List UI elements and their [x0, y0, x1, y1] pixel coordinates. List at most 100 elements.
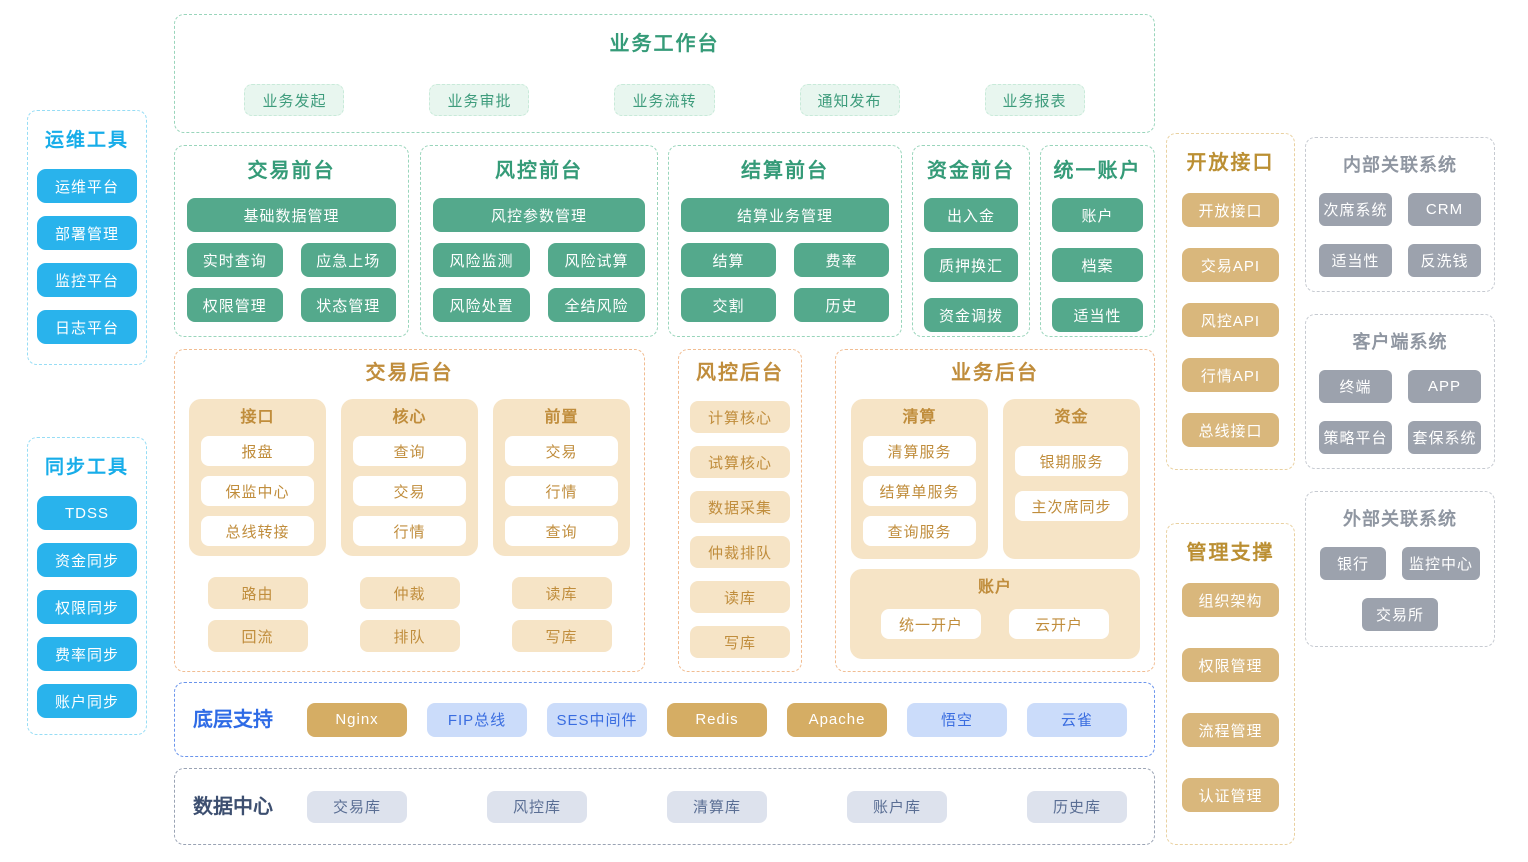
- data-center-chip-row: 交易库风控库清算库账户库历史库: [307, 790, 1127, 823]
- client-systems-title: 客户端系统: [1352, 332, 1448, 352]
- mgmt-support-title: 管理支撑: [1186, 542, 1275, 564]
- account-group: 账户 统一开户云开户: [850, 569, 1140, 659]
- account-group-label: 账户: [977, 579, 1012, 596]
- infra-title: 底层支持: [193, 708, 273, 731]
- unified-account-node: 适当性: [1052, 298, 1143, 332]
- account-group-list: 统一开户云开户: [862, 609, 1128, 639]
- sync-tool-node: 资金同步: [37, 543, 137, 577]
- ops-tool-node: 运维平台: [37, 169, 137, 203]
- workbench-chip: 业务报表: [984, 84, 1085, 116]
- funds-node: 主次席同步: [1015, 491, 1128, 521]
- interface-node: 报盘: [201, 436, 314, 466]
- funds-front-node: 出入金: [924, 198, 1018, 232]
- sync-tool-node: 费率同步: [37, 637, 137, 671]
- workbench-panel: 业务工作台 业务发起 业务审批 业务流转 通知发布 业务报表: [174, 14, 1155, 133]
- settlement-front-node: 历史: [794, 288, 889, 322]
- open-api-node: 行情API: [1182, 358, 1279, 392]
- clearing-node: 清算服务: [863, 436, 976, 466]
- external-systems-row-1: 银行 监控中心: [1320, 547, 1480, 580]
- internal-system-node: 反洗钱: [1408, 244, 1481, 277]
- open-api-node: 交易API: [1182, 248, 1279, 282]
- funds-front-panel: 资金前台 出入金质押换汇资金调拨: [912, 145, 1030, 337]
- internal-system-node: 次席系统: [1319, 193, 1392, 226]
- risk-backend-node: 计算核心: [690, 401, 790, 433]
- database-node: 清算库: [667, 790, 767, 823]
- database-node: 账户库: [847, 790, 947, 823]
- gateway-node: 交易: [505, 436, 618, 466]
- trade-front-node: 状态管理: [300, 288, 396, 322]
- extra-node: 读库: [511, 577, 612, 609]
- business-backend-title: 业务后台: [951, 362, 1039, 384]
- extras-col-3: 读库写库: [493, 577, 630, 652]
- infra-node: Redis: [667, 702, 767, 737]
- risk-front-node: 风险试算: [548, 243, 645, 277]
- settlement-front-title: 结算前台: [741, 160, 829, 182]
- client-system-node: 终端: [1319, 370, 1392, 403]
- gateway-group-list: 交易行情查询: [505, 436, 618, 546]
- core-node: 行情: [353, 516, 466, 546]
- workbench-chip: 业务审批: [429, 84, 530, 116]
- account-node: 云开户: [1009, 609, 1109, 639]
- external-systems-panel: 外部关联系统 银行 监控中心 交易所: [1305, 491, 1495, 647]
- extra-node: 路由: [207, 577, 308, 609]
- workbench-chip-row: 业务发起 业务审批 业务流转 通知发布 业务报表: [175, 84, 1154, 116]
- risk-backend-list: 计算核心试算核心数据采集仲裁排队读库写库: [679, 401, 801, 658]
- funds-group-list: 银期服务主次席同步: [1015, 446, 1128, 521]
- open-api-title: 开放接口: [1186, 152, 1275, 174]
- interface-group-label: 接口: [240, 409, 275, 426]
- account-node: 统一开户: [881, 609, 981, 639]
- unified-account-list: 账户档案适当性: [1052, 198, 1143, 332]
- external-systems-title: 外部关联系统: [1343, 509, 1457, 529]
- risk-backend-title: 风控后台: [696, 362, 784, 384]
- infra-node: 云雀: [1027, 702, 1127, 737]
- sync-tools-title: 同步工具: [44, 457, 129, 478]
- core-node: 查询: [353, 436, 466, 466]
- trade-backend-panel: 交易后台 接口 报盘保监中心总线转接 核心 查询交易行情 前置 交易行情查询: [174, 349, 645, 672]
- funds-front-title: 资金前台: [927, 160, 1015, 182]
- gateway-group-label: 前置: [544, 409, 579, 426]
- trade-front-node: 权限管理: [187, 288, 283, 322]
- open-api-node: 开放接口: [1182, 193, 1279, 227]
- workbench-chip: 业务发起: [244, 84, 345, 116]
- funds-group: 资金 银期服务主次席同步: [1003, 399, 1140, 559]
- ops-tools-title: 运维工具: [44, 130, 129, 151]
- business-backend-panel: 业务后台 清算 清算服务结算单服务查询服务 资金 银期服务主次席同步 账户 统一…: [835, 349, 1155, 672]
- clearing-node: 结算单服务: [863, 476, 976, 506]
- funds-node: 银期服务: [1015, 446, 1128, 476]
- workbench-chip: 业务流转: [614, 84, 715, 116]
- risk-backend-node: 仲裁排队: [690, 536, 790, 568]
- infra-node: 悟空: [907, 702, 1007, 737]
- mgmt-support-list: 组织架构权限管理流程管理认证管理: [1167, 583, 1294, 812]
- risk-front-panel: 风控前台 风控参数管理 风险监测 风险试算 风险处置 全结风险: [420, 145, 658, 337]
- trade-front-wide-node: 基础数据管理: [187, 198, 396, 232]
- business-backend-groups: 清算 清算服务结算单服务查询服务 资金 银期服务主次席同步: [836, 399, 1154, 559]
- clearing-group-label: 清算: [902, 409, 937, 426]
- ops-tools-list: 运维平台部署管理监控平台日志平台: [28, 169, 146, 344]
- unified-account-title: 统一账户: [1053, 160, 1142, 182]
- workbench-title: 业务工作台: [609, 33, 720, 55]
- external-system-node: 交易所: [1362, 598, 1438, 631]
- infra-node: Nginx: [307, 702, 407, 737]
- funds-front-node: 质押换汇: [924, 248, 1018, 282]
- trade-front-grid: 实时查询 应急上场 权限管理 状态管理: [187, 243, 396, 322]
- database-node: 历史库: [1027, 790, 1127, 823]
- data-center-panel: 数据中心 交易库风控库清算库账户库历史库: [174, 768, 1155, 845]
- unified-account-node: 档案: [1052, 248, 1143, 282]
- open-api-node: 总线接口: [1182, 413, 1279, 447]
- unified-account-panel: 统一账户 账户档案适当性: [1040, 145, 1155, 337]
- core-group-label: 核心: [392, 409, 427, 426]
- workbench-chip: 通知发布: [799, 84, 900, 116]
- funds-group-label: 资金: [1054, 409, 1089, 426]
- core-group: 核心 查询交易行情: [341, 399, 478, 556]
- funds-front-list: 出入金质押换汇资金调拨: [924, 198, 1018, 332]
- infra-node: FIP总线: [427, 702, 527, 737]
- clearing-group-list: 清算服务结算单服务查询服务: [863, 436, 976, 546]
- risk-backend-node: 数据采集: [690, 491, 790, 523]
